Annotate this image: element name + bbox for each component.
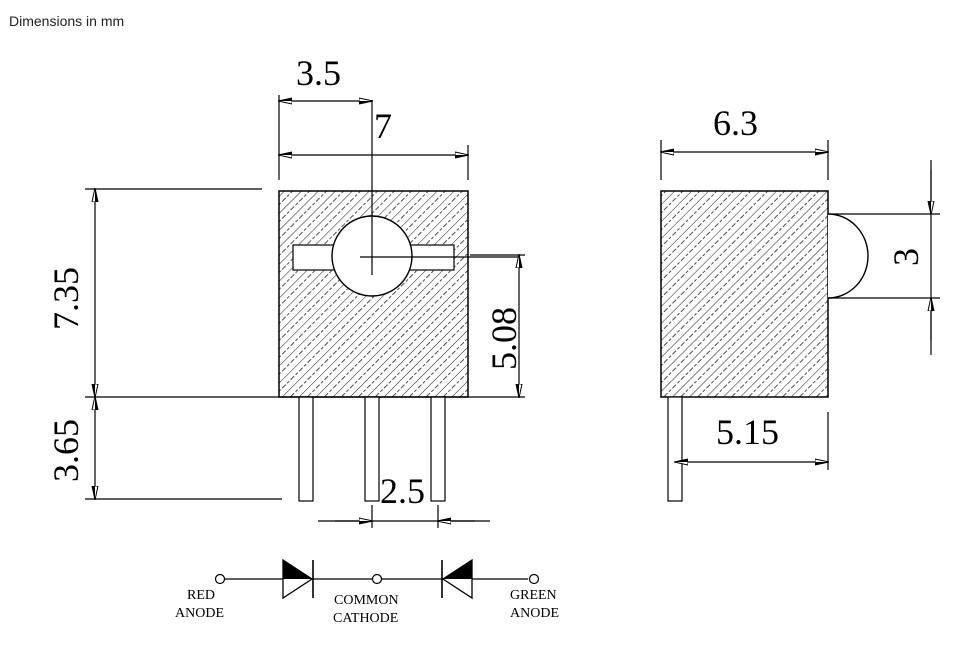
side-body bbox=[660, 190, 829, 398]
label-red: RED bbox=[187, 588, 215, 603]
dim-label-5.08: 5.08 bbox=[484, 307, 524, 370]
dim-label-6.3: 6.3 bbox=[713, 103, 758, 143]
side-lead bbox=[667, 396, 683, 502]
terminal-red-anode bbox=[214, 573, 226, 585]
label-green-anode: ANODE bbox=[510, 606, 559, 621]
dim-label-3.65: 3.65 bbox=[46, 419, 86, 482]
diode-green bbox=[441, 558, 473, 600]
label-green: GREEN bbox=[510, 588, 557, 603]
dim-label-3: 3 bbox=[886, 248, 926, 266]
label-common-cathode: CATHODE bbox=[333, 611, 398, 626]
schematic: RED ANODE COMMON CATHODE GREEN ANODE bbox=[175, 558, 559, 626]
front-lead-right bbox=[430, 396, 446, 502]
diode-red bbox=[282, 558, 314, 600]
front-view: 3.5 7 7.35 3.65 5.08 2.5 bbox=[46, 53, 525, 528]
label-red-anode: ANODE bbox=[175, 606, 224, 621]
dim-label-7.35: 7.35 bbox=[46, 267, 86, 330]
terminal-green-anode bbox=[528, 573, 540, 585]
side-dome bbox=[827, 213, 869, 299]
dim-label-7: 7 bbox=[374, 106, 392, 146]
side-view: 6.3 3 5.15 bbox=[660, 103, 940, 502]
dim-label-3.5: 3.5 bbox=[296, 53, 341, 93]
dim-label-2.5: 2.5 bbox=[380, 471, 425, 511]
label-common: COMMON bbox=[334, 593, 399, 608]
front-lead-left bbox=[298, 396, 314, 502]
front-lead-middle bbox=[364, 396, 380, 502]
terminal-common-cathode bbox=[371, 573, 383, 585]
dim-label-5.15: 5.15 bbox=[716, 412, 779, 452]
dimensions-caption: Dimensions in mm bbox=[9, 13, 125, 29]
